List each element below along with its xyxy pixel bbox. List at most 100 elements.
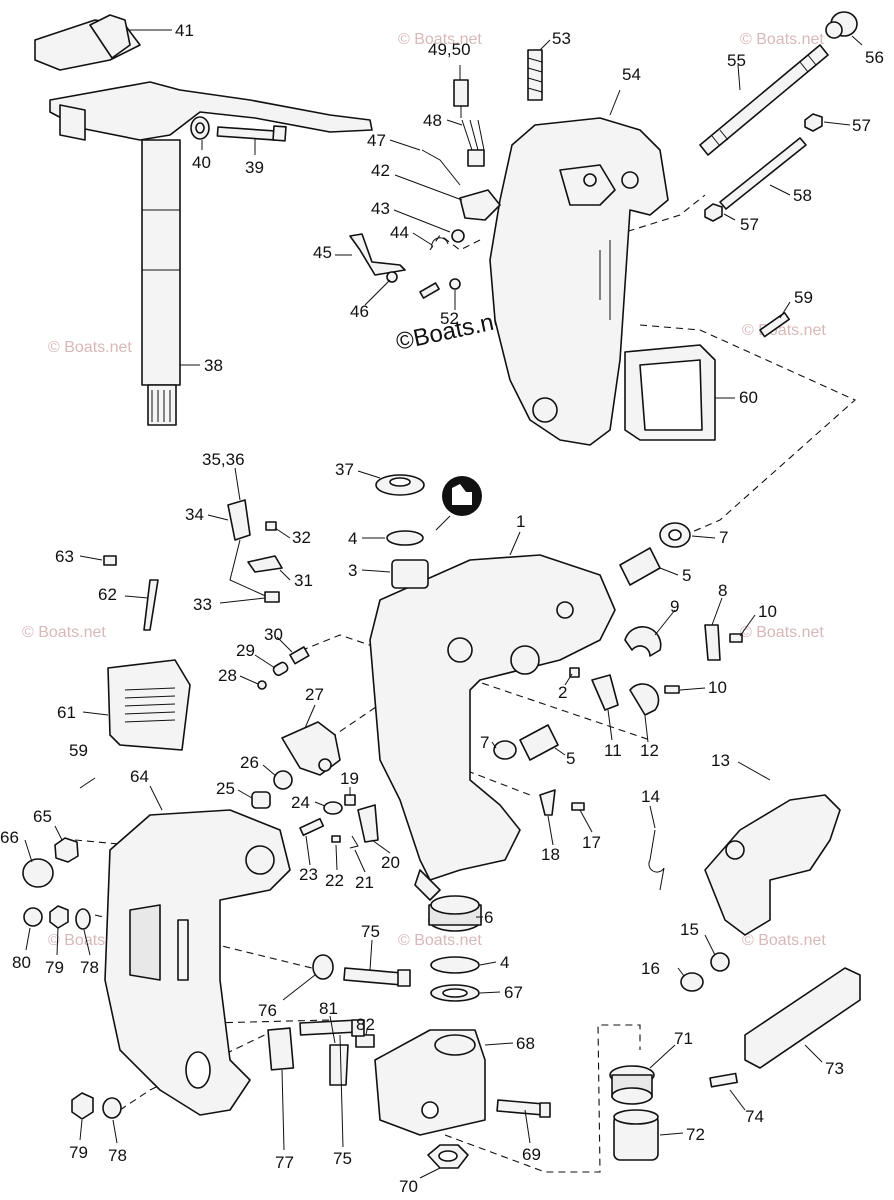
- part-19-pin: [344, 794, 356, 806]
- part-1-stern-bracket: [369, 554, 616, 901]
- label-65: 65: [33, 807, 52, 826]
- part-26-nut: [273, 770, 293, 790]
- part-38-steering-tube: [49, 81, 373, 426]
- label-69: 69: [522, 1145, 541, 1164]
- part-20-link: [357, 804, 379, 843]
- part-22-pin: [331, 835, 341, 843]
- label-42: 42: [371, 161, 390, 180]
- label-5-upper: 5: [682, 566, 691, 585]
- watermark-top-right: © Boats.net: [740, 31, 824, 48]
- part-number-labels: 41 40 39 38 49,50 53 54 55 56 57 57 58 4…: [0, 21, 884, 1196]
- label-46: 46: [350, 302, 369, 321]
- label-25: 25: [216, 779, 235, 798]
- label-57-top: 57: [852, 116, 871, 135]
- part-45-lever: [349, 233, 406, 276]
- leader-lines: [24, 29, 863, 1179]
- label-22: 22: [325, 871, 344, 890]
- part-9-clip: [624, 626, 662, 657]
- label-53: 53: [552, 29, 571, 48]
- part-63-screw: [103, 555, 117, 566]
- watermark-right-lower: © Boats.net: [742, 932, 826, 949]
- part-17-screw: [571, 802, 585, 811]
- watermark-left-upper: © Boats.net: [48, 339, 132, 356]
- part-29-pin: [272, 661, 289, 676]
- part-61-cover: [107, 659, 191, 751]
- label-16: 16: [641, 959, 660, 978]
- label-27: 27: [305, 685, 324, 704]
- label-32: 32: [292, 528, 311, 547]
- label-74: 74: [745, 1107, 764, 1126]
- label-75-lower: 75: [333, 1149, 352, 1168]
- part-41-steering-yoke: [34, 14, 141, 71]
- part-23-screw: [299, 817, 325, 837]
- label-49-50: 49,50: [428, 40, 471, 59]
- label-44: 44: [390, 223, 409, 242]
- label-1: 1: [516, 512, 525, 531]
- part-27-lock-lever: [281, 721, 341, 776]
- part-79-nut-upper: [49, 905, 69, 929]
- part-82-screw: [355, 1034, 375, 1048]
- label-34: 34: [185, 505, 204, 524]
- label-52: 52: [440, 309, 459, 328]
- part-70-nut: [427, 1144, 469, 1169]
- part-34-sensor: [227, 499, 251, 541]
- label-78-upper: 78: [80, 958, 99, 977]
- label-47: 47: [367, 131, 386, 150]
- label-31: 31: [294, 571, 313, 590]
- label-24: 24: [291, 793, 310, 812]
- part-56-cap-nut: [825, 11, 858, 39]
- label-78-lower: 78: [108, 1146, 127, 1165]
- part-30-spring: [289, 646, 310, 665]
- label-60: 60: [739, 388, 758, 407]
- label-70: 70: [399, 1177, 418, 1196]
- label-82: 82: [356, 1015, 375, 1034]
- label-7-lower: 7: [480, 733, 489, 752]
- part-65-nut: [54, 837, 79, 863]
- label-14: 14: [641, 787, 660, 806]
- label-63: 63: [55, 547, 74, 566]
- label-77: 77: [275, 1153, 294, 1172]
- label-81: 81: [319, 999, 338, 1018]
- part-47-wire: [421, 149, 461, 186]
- part-10-screw-lower: [664, 685, 680, 694]
- label-41: 41: [175, 21, 194, 40]
- label-8: 8: [718, 581, 727, 600]
- label-19: 19: [340, 769, 359, 788]
- label-62: 62: [98, 585, 117, 604]
- part-12-clip: [629, 683, 660, 716]
- label-66: 66: [0, 828, 19, 847]
- part-42-switch: [459, 189, 501, 221]
- part-52-washer: [449, 278, 461, 290]
- label-73: 73: [825, 1059, 844, 1078]
- part-44-spring-clip: [431, 237, 449, 249]
- label-59-upper: 59: [794, 288, 813, 307]
- part-55-tilt-tube: [699, 44, 829, 156]
- label-75-upper: 75: [361, 922, 380, 941]
- part-25-bushing: [251, 791, 271, 809]
- part-24-washer: [323, 801, 343, 815]
- part-80-bushing: [23, 907, 43, 927]
- part-11-bracket: [591, 674, 619, 711]
- part-77-plate: [267, 1027, 295, 1071]
- part-21-clip: [349, 835, 359, 849]
- part-60-bracket-frame: [624, 344, 716, 441]
- part-79-nut-lower: [71, 1092, 94, 1120]
- part-2-screw: [569, 667, 580, 678]
- part-8-bracket: [704, 624, 721, 661]
- label-59-lower: 59: [69, 741, 88, 760]
- label-33: 33: [193, 595, 212, 614]
- part-48-wire-lead: [461, 119, 485, 167]
- part-49-50-connector: [453, 79, 469, 118]
- label-2: 2: [558, 683, 567, 702]
- label-56: 56: [865, 48, 884, 67]
- watermark-left-middle: © Boats.net: [22, 624, 106, 641]
- part-37-washer: [375, 474, 425, 496]
- label-58: 58: [793, 186, 812, 205]
- part-72-bushing: [613, 1109, 659, 1161]
- part-10-screw-upper: [729, 633, 743, 643]
- label-7-upper: 7: [719, 528, 728, 547]
- part-3-bushing: [391, 559, 429, 589]
- part-64-clamp-bracket: [104, 809, 291, 1116]
